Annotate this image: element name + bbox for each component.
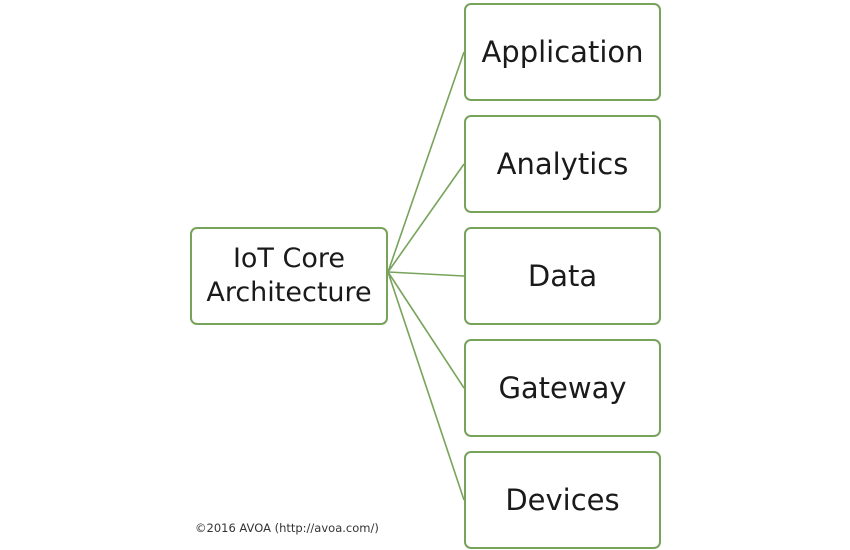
connector-devices	[387, 271, 465, 501]
root-label-line-2: Architecture	[206, 277, 372, 308]
copyright-notice: ©2016 AVOA (http://avoa.com/)	[195, 521, 379, 535]
layer-label-devices: Devices	[505, 483, 620, 517]
root-label-line-1: IoT Core	[232, 243, 346, 274]
layer-node-gateway: Gateway	[464, 339, 661, 437]
layer-node-devices: Devices	[464, 451, 661, 549]
layer-node-data: Data	[464, 227, 661, 325]
root-node-iot-core-architecture: IoT Core Architecture	[190, 227, 388, 325]
connector-application	[387, 51, 465, 273]
layer-label-data: Data	[527, 259, 598, 293]
connector-gateway	[387, 271, 465, 389]
connector-analytics	[387, 163, 465, 273]
layer-label-application: Application	[481, 35, 644, 69]
connector-data	[387, 271, 465, 277]
layer-label-analytics: Analytics	[496, 147, 629, 181]
layer-node-analytics: Analytics	[464, 115, 661, 213]
layer-node-application: Application	[464, 3, 661, 101]
layer-label-gateway: Gateway	[498, 371, 627, 405]
